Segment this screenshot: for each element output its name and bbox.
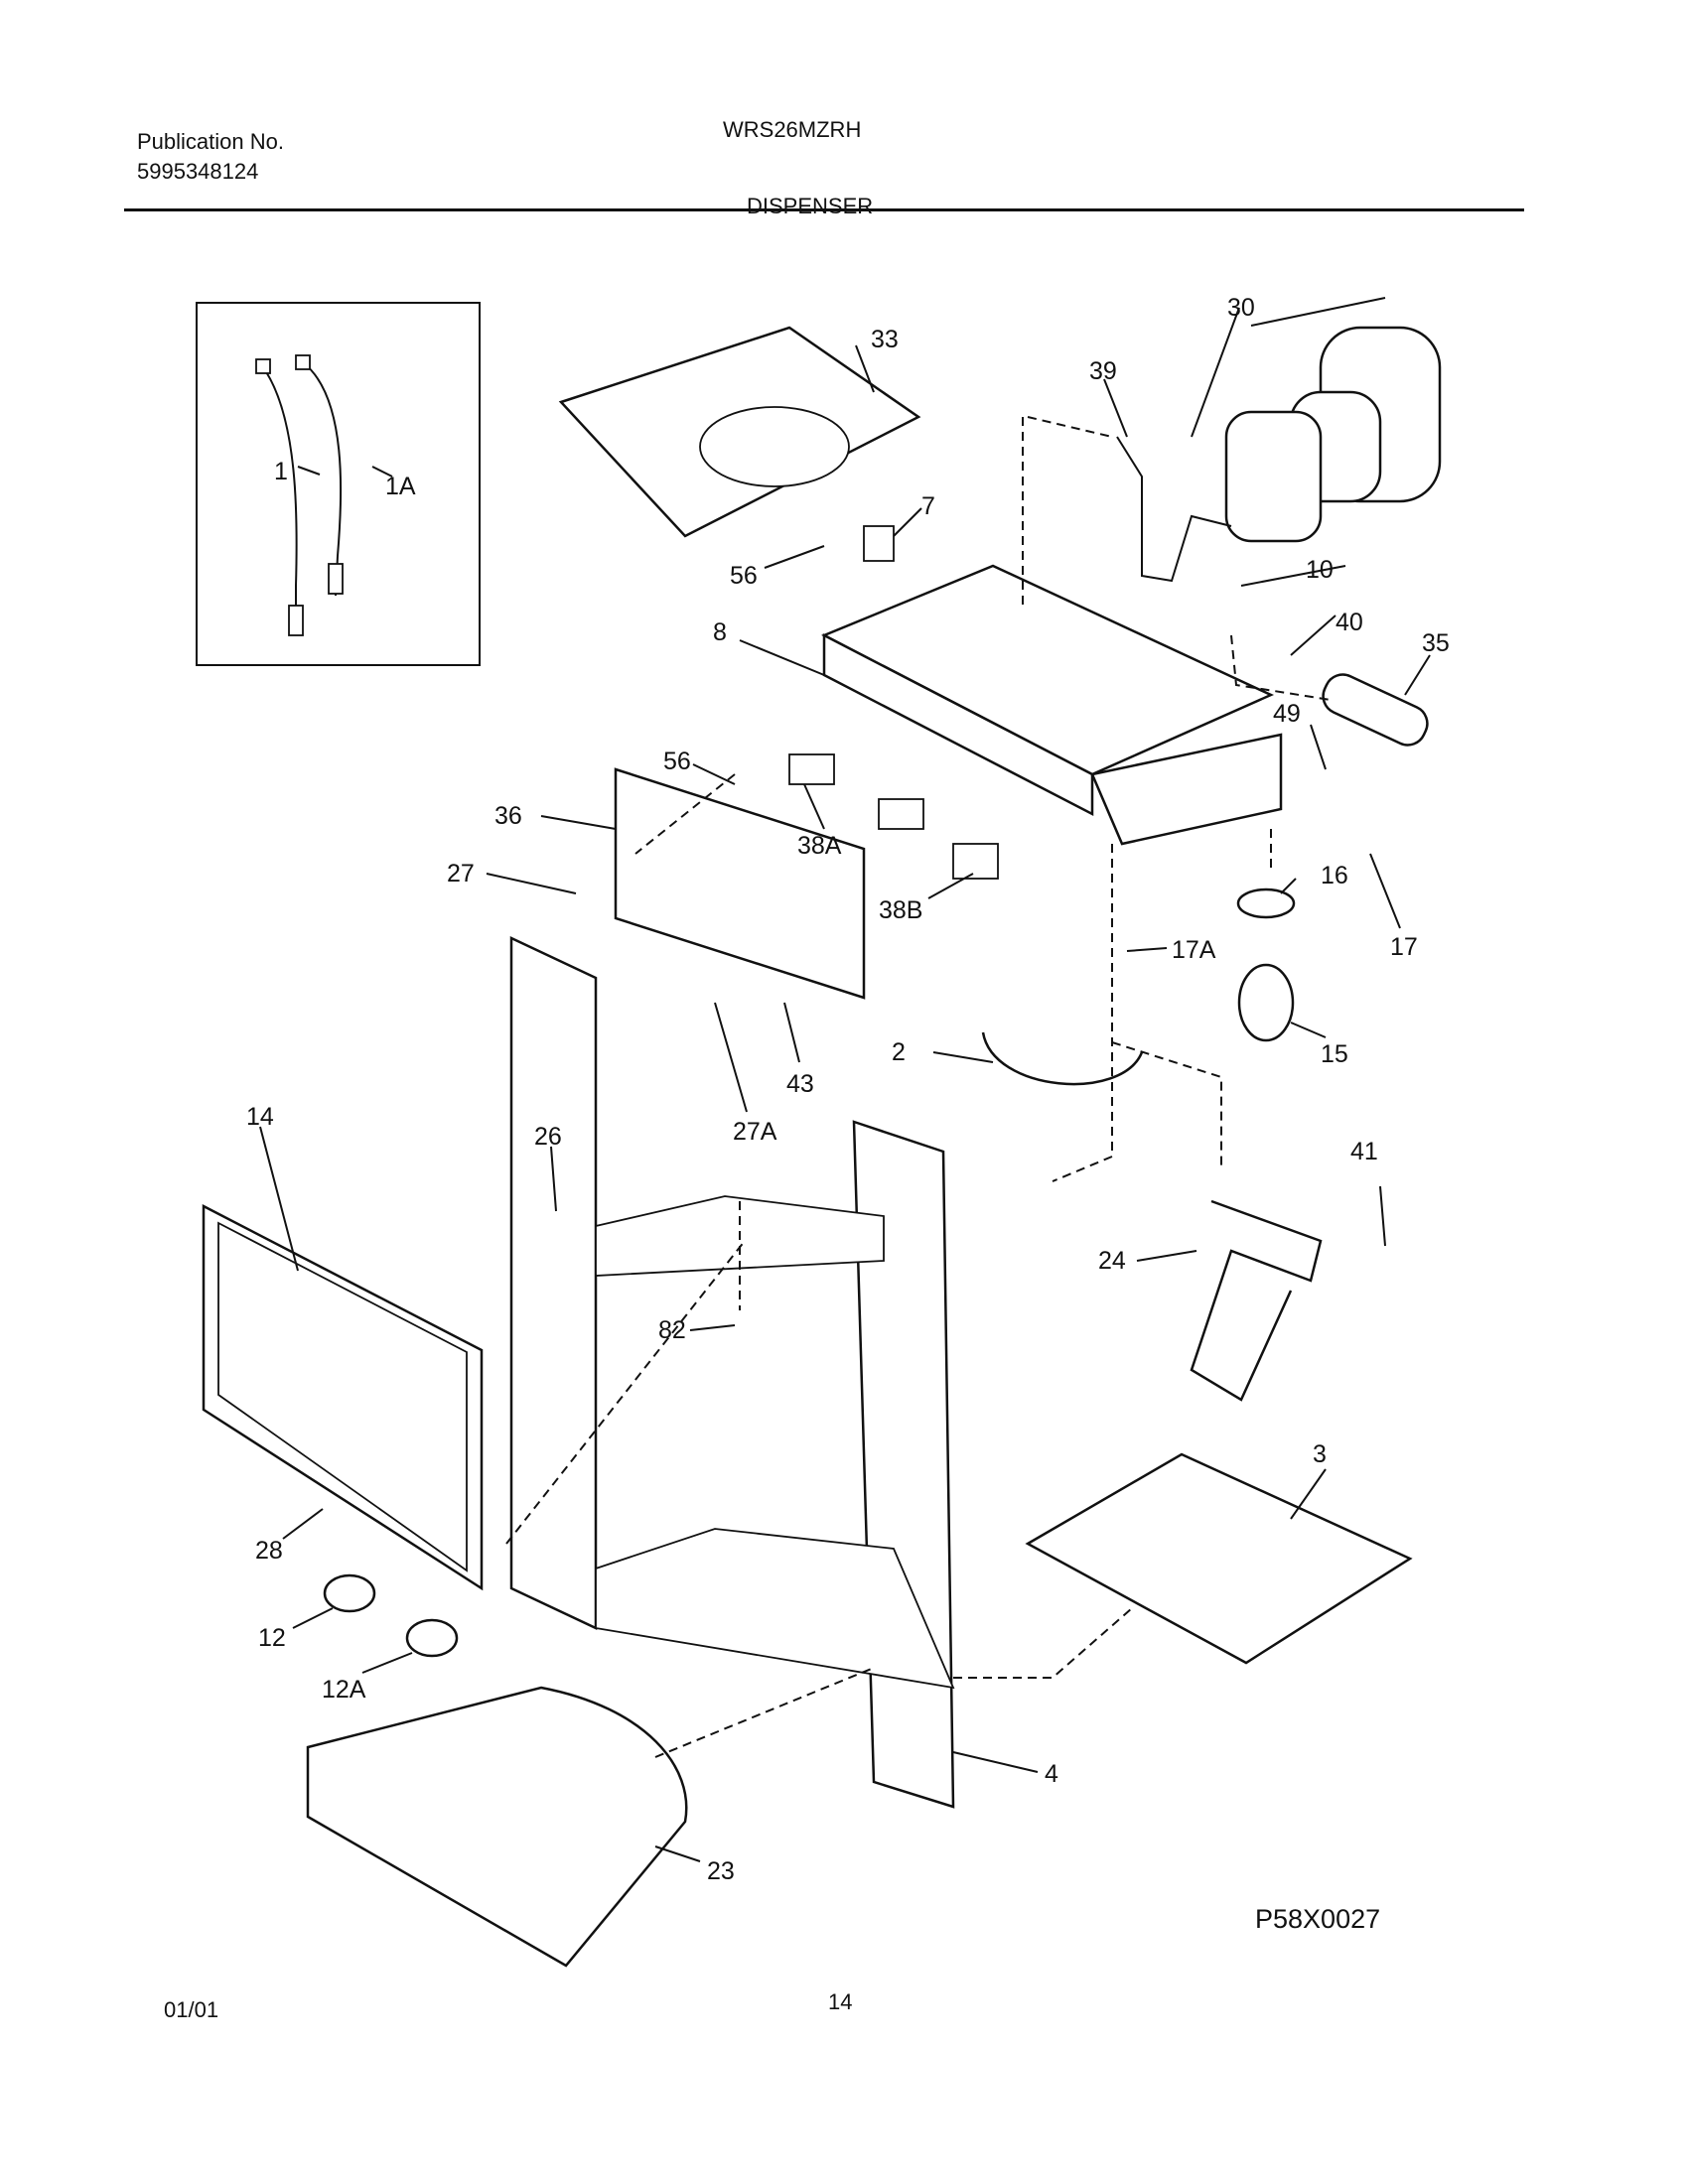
part-label-56-lower: 56 — [663, 748, 691, 775]
part-label-14: 14 — [246, 1103, 274, 1131]
solenoid-35 — [1322, 673, 1429, 747]
dash-3 — [953, 1607, 1133, 1679]
part-label-3: 3 — [1313, 1440, 1327, 1468]
part-label-8: 8 — [713, 618, 727, 646]
switch-38a-lower — [878, 798, 924, 830]
part-label-12a: 12A — [322, 1676, 366, 1704]
part-label-39: 39 — [1089, 357, 1117, 385]
part-label-17: 17 — [1390, 933, 1418, 961]
part-label-30: 30 — [1227, 294, 1255, 322]
part-label-15: 15 — [1321, 1040, 1348, 1068]
tube-inset — [196, 302, 481, 666]
part-30-door-assembly — [1224, 326, 1442, 543]
part-label-23: 23 — [707, 1857, 735, 1885]
switch-38b — [952, 843, 999, 880]
publication-number: 5995348124 — [137, 159, 259, 184]
part-label-7: 7 — [921, 492, 935, 520]
switch-38a-upper — [788, 753, 835, 785]
part-label-1: 1 — [274, 458, 288, 485]
part-label-10: 10 — [1306, 556, 1334, 584]
leader-lines — [259, 297, 1431, 1862]
part-label-82: 82 — [658, 1316, 686, 1344]
dash-40 — [1230, 634, 1332, 701]
bottom-base — [595, 1528, 955, 1690]
lamp-15 — [1237, 963, 1295, 1042]
part-label-49: 49 — [1273, 700, 1301, 728]
part-label-24: 24 — [1098, 1247, 1126, 1275]
dash-2 — [1052, 844, 1113, 1182]
part-label-43: 43 — [786, 1070, 814, 1098]
socket-16 — [1236, 887, 1296, 919]
part-label-40: 40 — [1336, 609, 1363, 636]
part-label-56-upper: 56 — [730, 562, 758, 590]
part-39-rod — [1116, 436, 1232, 583]
left-side-panel — [509, 936, 598, 1630]
part-label-36: 36 — [494, 802, 522, 830]
dash-28 — [505, 1240, 746, 1545]
part-label-1a: 1A — [385, 473, 416, 500]
model-number: WRS26MZRH — [723, 117, 862, 142]
part-label-28: 28 — [255, 1537, 283, 1565]
part-label-27a: 27A — [733, 1118, 777, 1146]
part-label-12: 12 — [258, 1624, 286, 1652]
part-label-35: 35 — [1422, 629, 1450, 657]
dash-36 — [634, 773, 736, 855]
part-labels: 1 1A 33 30 39 7 56 10 8 40 35 49 56 36 3… — [246, 294, 1450, 1885]
drip-tray-23 — [306, 1686, 688, 1968]
revision-date: 01/01 — [164, 1997, 219, 2022]
part-label-17a: 17A — [1172, 936, 1216, 964]
dash-39 — [1022, 416, 1113, 606]
part-label-38b: 38B — [879, 896, 922, 924]
clip-12a — [405, 1618, 459, 1658]
clip-12 — [323, 1573, 376, 1613]
header-rule — [124, 208, 1524, 211]
dash-23 — [654, 1667, 875, 1758]
part-label-33: 33 — [871, 326, 899, 353]
main-housing — [614, 564, 1283, 1000]
publication-label: Publication No. — [137, 129, 284, 154]
panel-14 — [217, 1221, 468, 1572]
part-label-41: 41 — [1350, 1138, 1378, 1165]
part-label-27: 27 — [447, 860, 475, 887]
part-label-2: 2 — [892, 1038, 906, 1066]
part-label-26: 26 — [534, 1123, 562, 1151]
page-number: 14 — [828, 1989, 853, 2014]
part-label-16: 16 — [1321, 862, 1348, 889]
diagram-code: P58X0027 — [1255, 1904, 1381, 1934]
part-33-plate — [558, 326, 921, 538]
part-2-bracket — [981, 1031, 1144, 1086]
switch-7 — [863, 525, 895, 562]
section-title: DISPENSER — [747, 194, 874, 218]
actuator-24 — [1190, 1199, 1323, 1402]
dash-24 — [1111, 1041, 1222, 1166]
heater-pad-3 — [1025, 1452, 1413, 1665]
part-label-4: 4 — [1045, 1760, 1058, 1788]
part-label-38a: 38A — [797, 832, 842, 860]
